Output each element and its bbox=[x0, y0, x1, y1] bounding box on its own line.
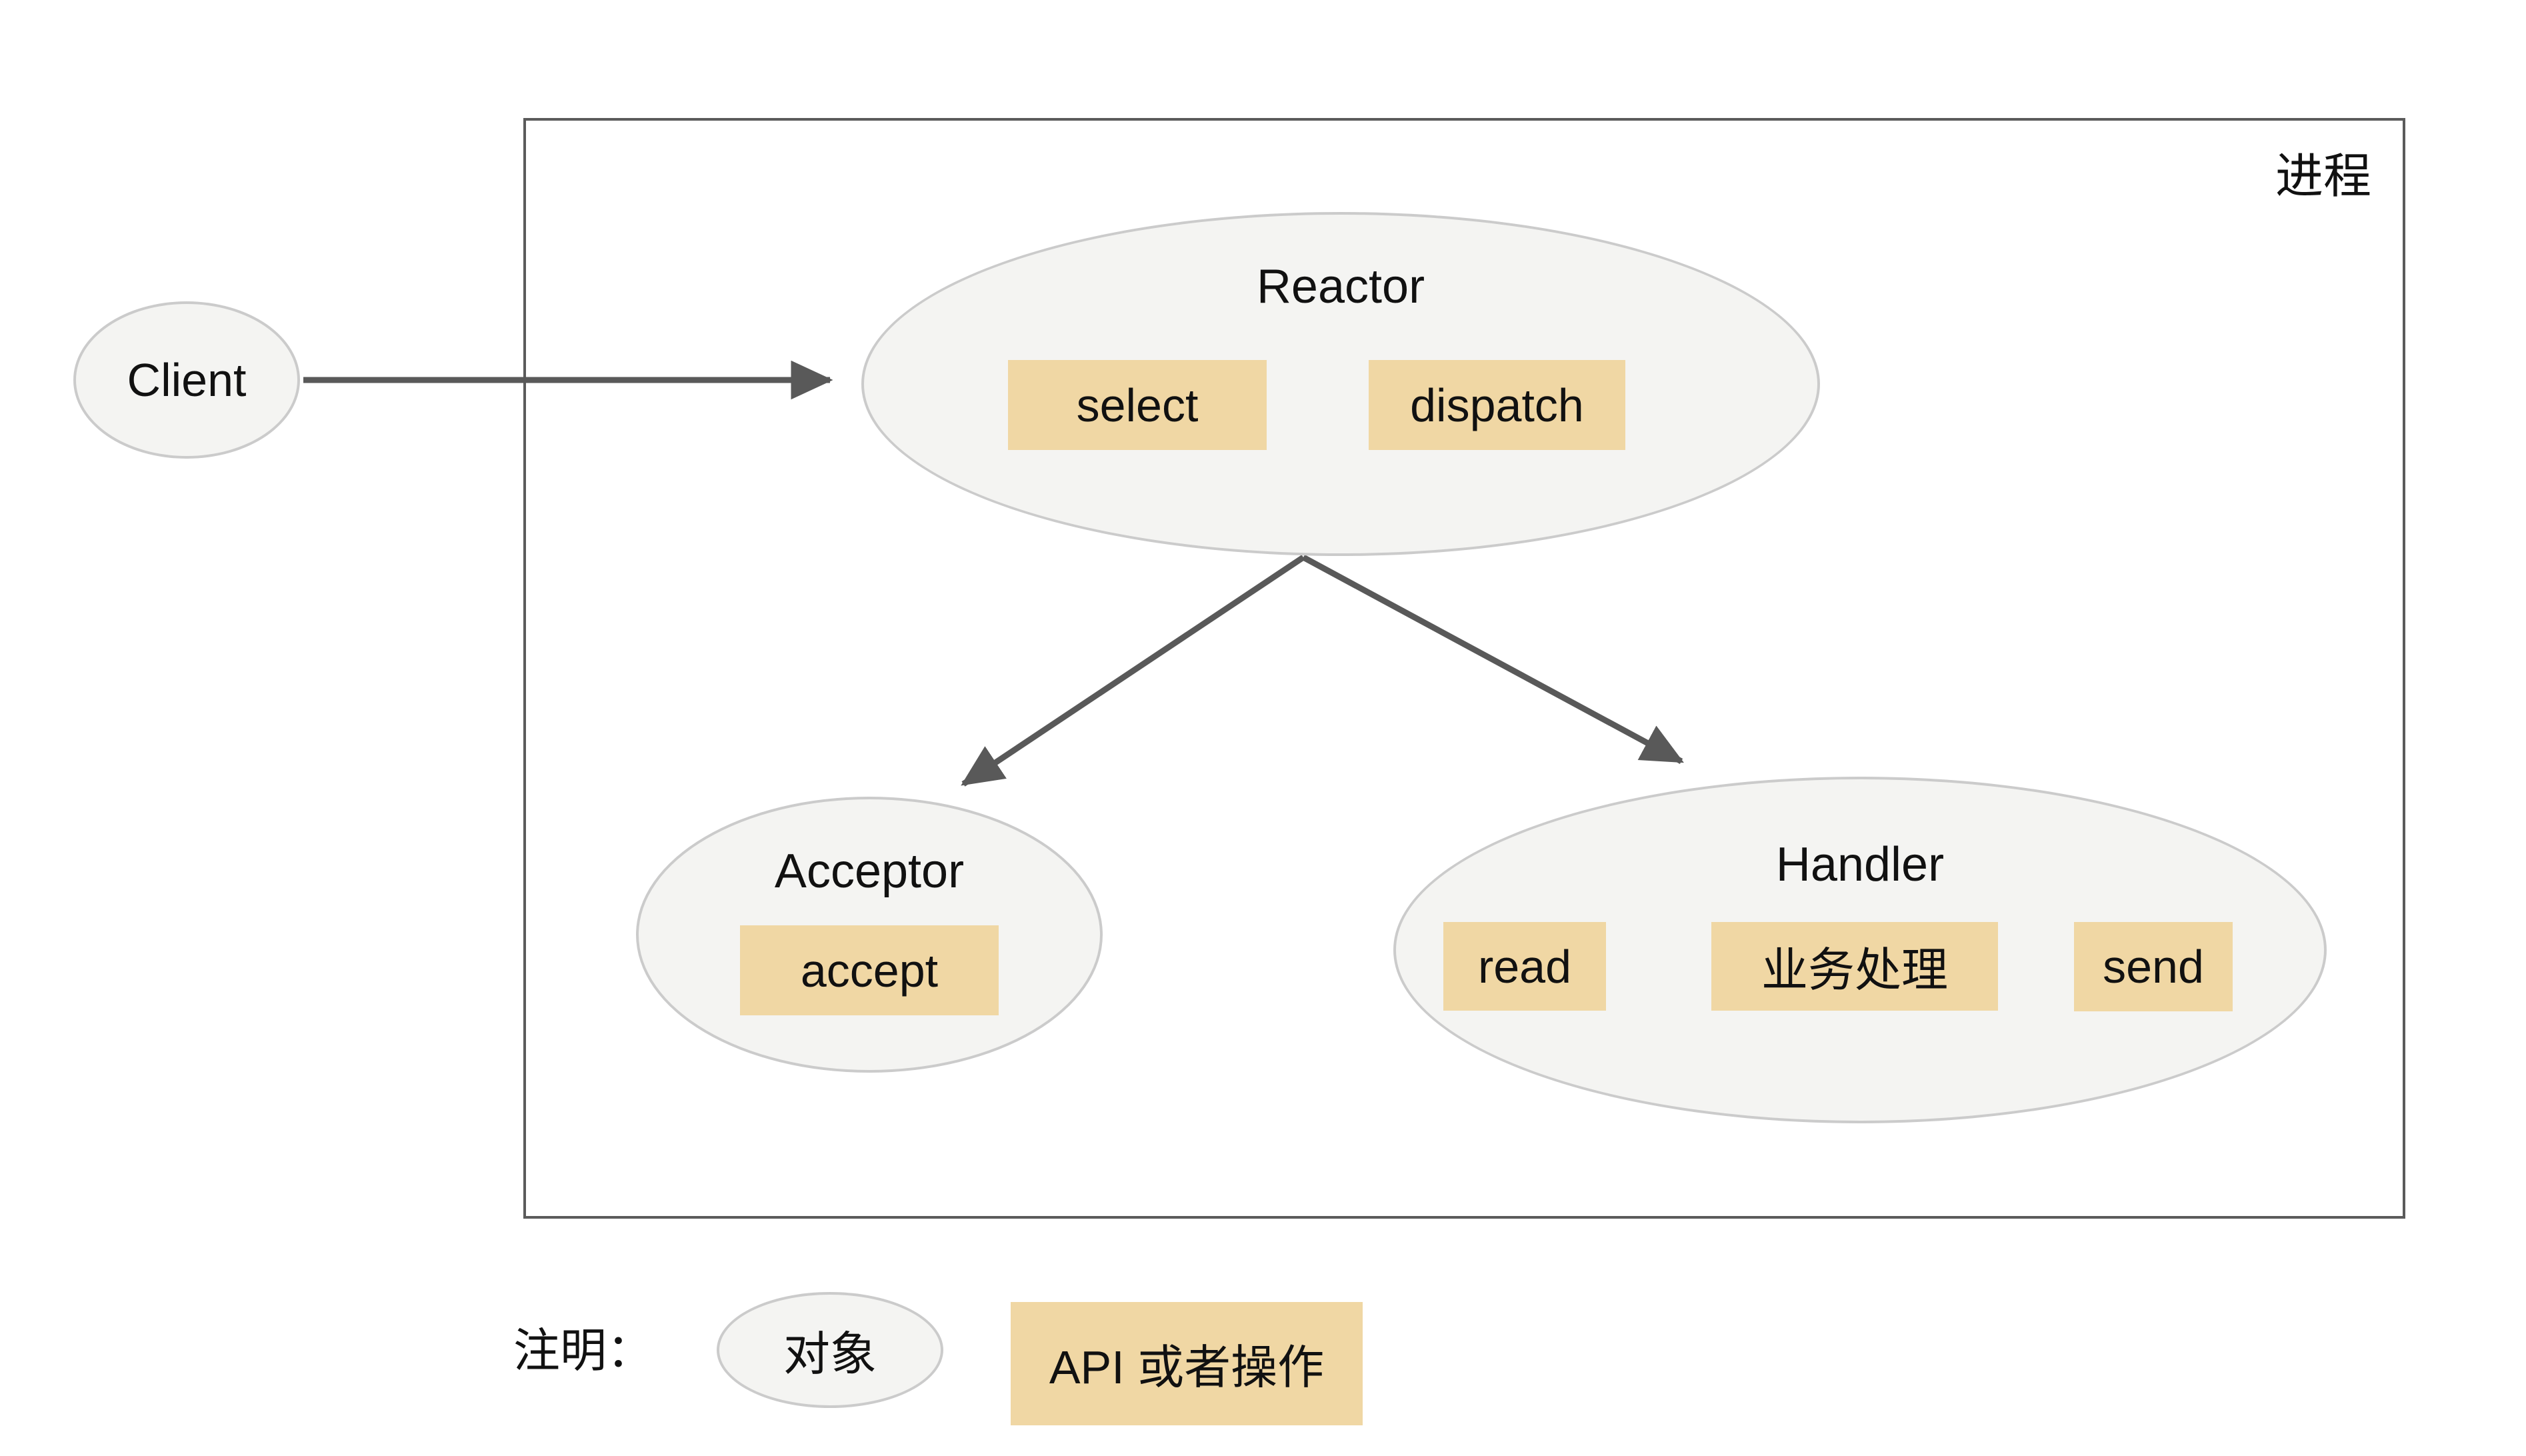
read-step-label: read bbox=[1477, 940, 1572, 993]
read-step-box: read bbox=[1443, 922, 1606, 1011]
legend-api-label: API 或者操作 bbox=[1049, 1341, 1325, 1393]
legend-object-label: 对象 bbox=[783, 1327, 877, 1380]
legend-caption: 注明： bbox=[513, 1325, 653, 1377]
client-node: Client bbox=[73, 301, 300, 459]
reactor-node-title: Reactor bbox=[1256, 260, 1425, 313]
legend-object-ellipse: 对象 bbox=[717, 1292, 943, 1408]
select-op-box: select bbox=[1008, 360, 1267, 450]
send-step-label: send bbox=[2103, 941, 2204, 993]
process-frame bbox=[523, 118, 2405, 1219]
acceptor-node-title: Acceptor bbox=[774, 845, 965, 898]
send-step-box: send bbox=[2074, 922, 2233, 1011]
handler-node-title: Handler bbox=[1775, 838, 1945, 891]
accept-op-box: accept bbox=[740, 925, 999, 1015]
business-step-box: 业务处理 bbox=[1711, 922, 1998, 1011]
dispatch-op-box: dispatch bbox=[1369, 360, 1625, 450]
client-node-label: Client bbox=[127, 354, 247, 406]
process-frame-label: 进程 bbox=[2275, 150, 2371, 203]
business-step-label: 业务处理 bbox=[1761, 944, 1948, 996]
legend-api-box: API 或者操作 bbox=[1011, 1302, 1363, 1425]
dispatch-op-label: dispatch bbox=[1410, 379, 1584, 431]
accept-op-label: accept bbox=[800, 944, 939, 997]
select-op-label: select bbox=[1076, 379, 1199, 431]
